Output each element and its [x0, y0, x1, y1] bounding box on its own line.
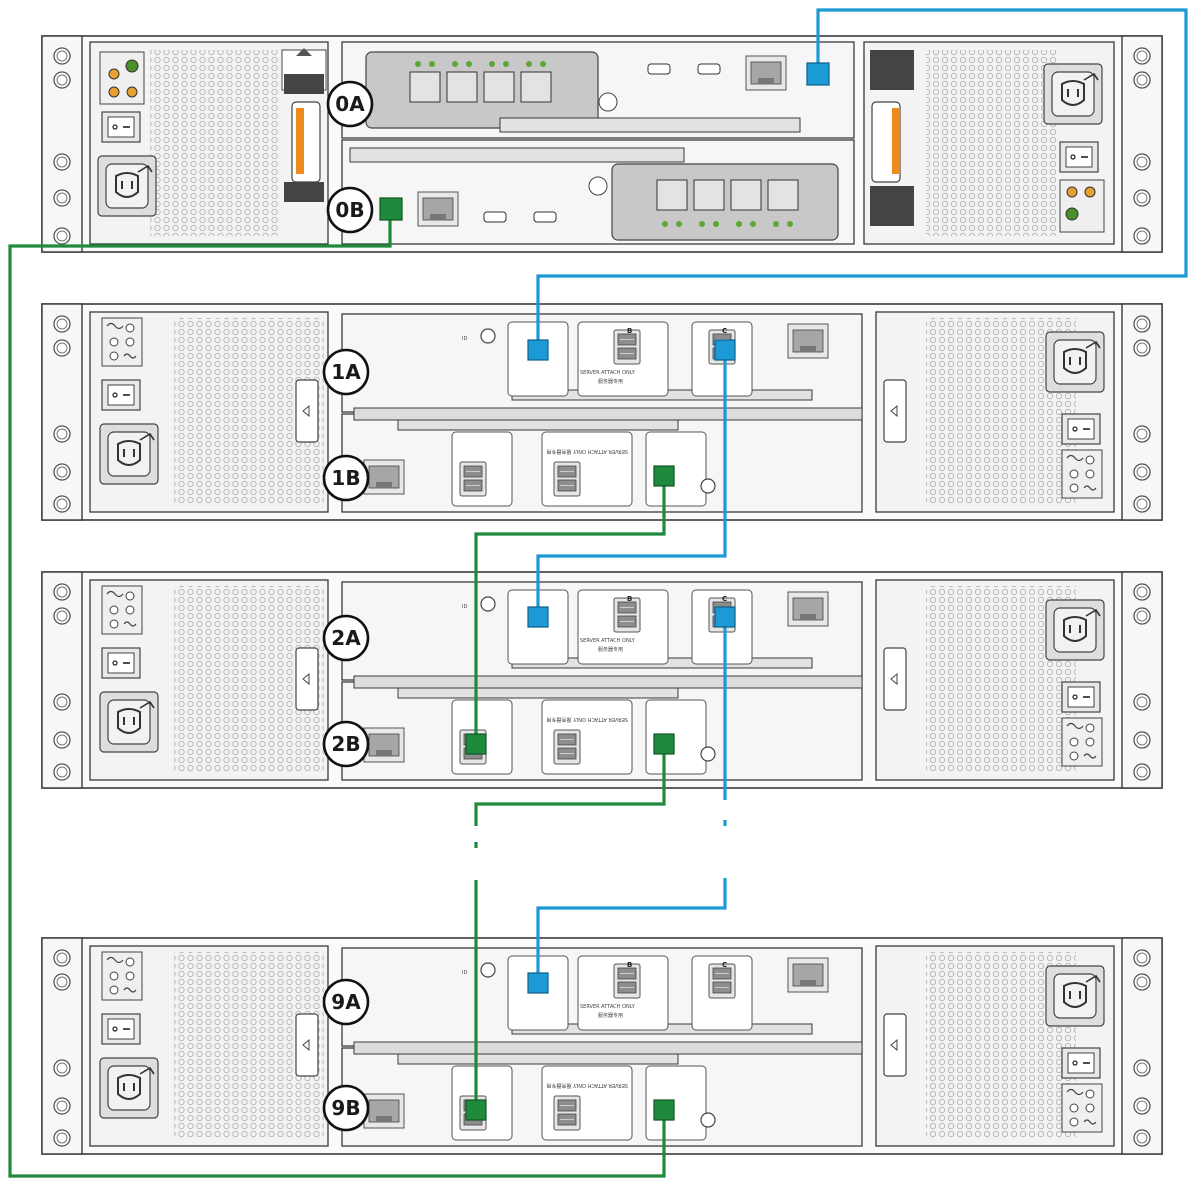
shelf-9-port-text: B C SERVER ATTACH ONLY 服务器专用 SERVER ATTA…	[547, 961, 728, 1089]
connector-0a	[806, 62, 830, 86]
port-c-label: C	[722, 595, 727, 603]
server-attach-flipped: SERVER ATTACH ONLY 服务器专用	[547, 1082, 628, 1089]
controller-enclosure	[41, 35, 1163, 253]
callout-2b: 2B	[322, 720, 370, 768]
controller-psu-left	[89, 41, 329, 245]
server-attach-label-cn: 服务器专用	[598, 646, 623, 653]
connector-2b-in	[653, 733, 675, 755]
callout-9b: 9B	[322, 1084, 370, 1132]
connector-9b-in	[653, 1099, 675, 1121]
port-c-label: C	[722, 961, 727, 969]
port-c-label: C	[722, 327, 727, 335]
controller-module-a	[341, 41, 855, 139]
shelf-1	[42, 304, 1162, 520]
svg-text:2A: 2A	[331, 626, 361, 650]
server-attach-label: SERVER ATTACH ONLY	[580, 638, 636, 644]
server-attach-label-cn: 服务器专用	[598, 1012, 623, 1019]
callout-1a: 1A	[322, 348, 370, 396]
controller-psu-right	[863, 41, 1115, 245]
connector-1a-out	[714, 339, 736, 361]
connector-2b-out	[465, 733, 487, 755]
shelf-2-port-text: B C SERVER ATTACH ONLY 服务器专用 SERVER ATTA…	[547, 595, 728, 723]
connector-2a-out	[714, 606, 736, 628]
green-connectors	[379, 197, 675, 1121]
port-b-label: B	[627, 961, 632, 969]
green-cable-path	[8, 210, 666, 1178]
svg-text:9B: 9B	[331, 1096, 360, 1120]
shelf-9	[42, 938, 1162, 1154]
svg-text:0A: 0A	[335, 92, 365, 116]
connector-2a-in	[527, 606, 549, 628]
connector-1b-in	[653, 465, 675, 487]
callout-0a: 0A	[326, 80, 374, 128]
connector-1a-in	[527, 339, 549, 361]
svg-text:1B: 1B	[331, 466, 360, 490]
shelf-2	[42, 572, 1162, 788]
svg-text:2B: 2B	[331, 732, 360, 756]
svg-text:9A: 9A	[331, 990, 361, 1014]
callout-1b: 1B	[322, 454, 370, 502]
server-attach-flipped: SERVER ATTACH ONLY 服务器专用	[547, 716, 628, 723]
blue-connectors	[527, 62, 830, 994]
server-attach-flipped: SERVER ATTACH ONLY 服务器专用	[547, 448, 628, 455]
controller-module-b	[341, 139, 855, 245]
callout-0b: 0B	[326, 186, 374, 234]
connector-9b-out	[465, 1099, 487, 1121]
svg-text:0B: 0B	[335, 198, 364, 222]
svg-text:1A: 1A	[331, 360, 361, 384]
connector-9a-in	[527, 972, 549, 994]
callout-2a: 2A	[322, 614, 370, 662]
server-attach-label: SERVER ATTACH ONLY	[580, 370, 636, 376]
connector-0b	[379, 197, 403, 221]
port-b-label: B	[627, 327, 632, 335]
server-attach-label: SERVER ATTACH ONLY	[580, 1004, 636, 1010]
shelf-1-port-text: B C SERVER ATTACH ONLY 服务器专用 SERVER ATTA…	[547, 327, 728, 455]
server-attach-label-cn: 服务器专用	[598, 378, 623, 385]
blue-cable-path	[536, 8, 1188, 982]
port-b-label: B	[627, 595, 632, 603]
callout-9a: 9A	[322, 978, 370, 1026]
